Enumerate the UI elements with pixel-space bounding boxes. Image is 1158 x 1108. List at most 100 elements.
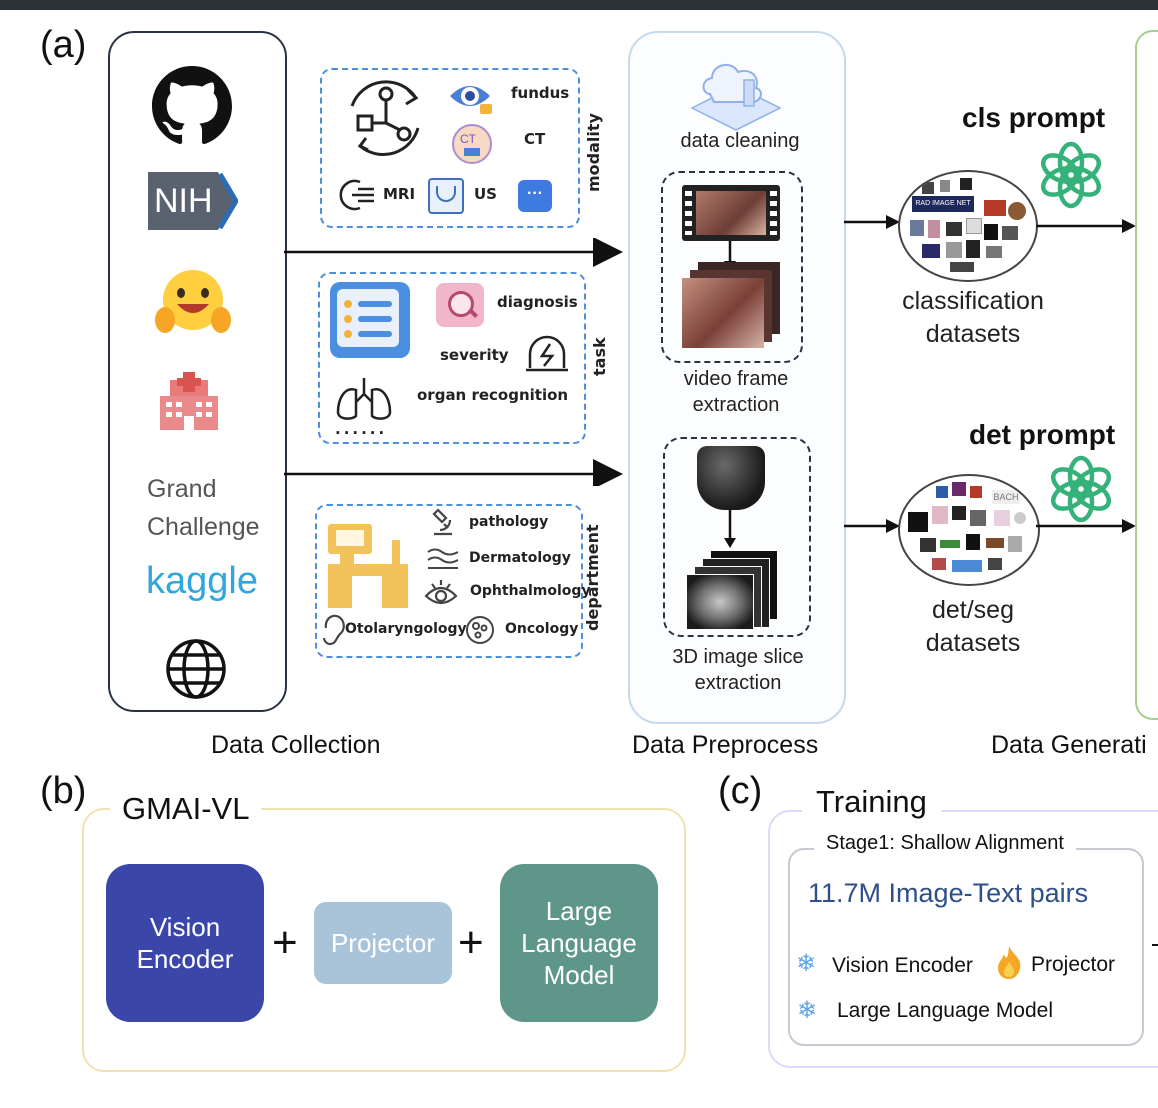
bach-logo: BACH [992,490,1020,504]
plus-sign-1: + [272,918,298,967]
more-modality-icon: ··· [518,180,552,212]
data-generation-box [1135,30,1158,720]
task-severity: severity [440,346,509,364]
vision-encoder-line2: Encoder [136,944,234,974]
classification-datasets-label: classification datasets [884,285,1062,351]
stage1-box [788,848,1144,1046]
mri-icon [339,179,374,211]
nih-logo: NIH [148,172,239,230]
training-title: Training [802,784,941,820]
preprocess-arrows [844,215,900,533]
llm-line3: Model [543,960,615,990]
globe-icon [166,639,226,699]
llm-line2: Language [521,928,637,958]
gmai-vl-box [82,808,686,1072]
video-frame-image [682,278,764,348]
3d-volume-image [697,446,765,510]
detseg-cluster: BACH [898,474,1040,586]
llm-line1: Large [545,896,613,926]
task-more: ...... [335,420,388,438]
modality-mri: MRI [383,185,416,203]
video-frame-label: video frame extraction [628,366,844,418]
oncology-cell-icon [466,616,494,644]
data-cleaning-label: data cleaning [680,130,800,152]
top-bar [0,0,1158,10]
cls-prompt-label: cls prompt [962,102,1106,133]
openai-icon [1050,455,1112,523]
dept-dermatology: Dermatology [469,550,571,566]
gmai-vl-title: GMAI-VL [110,791,262,827]
cut-off-plus [1152,944,1158,946]
ophthalmology-eye-icon [424,580,458,605]
stage1-title: Stage1: Shallow Alignment [814,832,1076,855]
hugging-face-icon [155,270,231,333]
grand-challenge-line1: Grand [147,475,217,503]
diagnosis-icon [436,283,484,327]
ct-scanner-icon: CT [452,124,492,164]
ear-icon [322,614,345,646]
lungs-icon [336,378,392,420]
data-sources-box [108,31,287,712]
slice-arrow [724,510,736,548]
github-icon [152,66,232,145]
dept-otolaryngology: Otolaryngology [345,621,467,637]
kaggle-logo: kaggle [146,560,258,602]
data-cleaning-icon [690,63,782,131]
cls-datasets-line1: classification [902,287,1044,315]
ct-icon-text: CT [460,132,476,146]
section-data-generation: Data Generati [991,731,1147,759]
cls-datasets-line2: datasets [925,320,1021,348]
snowflake-icon: ❄ [797,997,818,1024]
dept-oncology: Oncology [505,621,579,637]
slice-box [663,437,811,637]
section-data-collection: Data Collection [211,731,381,759]
detseg-datasets-label: det/seg datasets [884,594,1062,660]
flame-icon [998,946,1021,979]
openai-icon [1040,141,1102,209]
det-prompt-label: det prompt [969,419,1116,450]
hospital-icon [160,372,218,430]
projector-label: Projector [330,928,436,958]
snowflake-icon: ❄ [796,950,817,977]
modality-ct: CT [524,130,546,148]
slice-line1: 3D image slice [672,646,804,668]
det-datasets-line1: det/seg [931,596,1014,624]
generation-arrows [1036,219,1136,533]
severity-icon [526,335,568,372]
training-box [768,810,1158,1068]
task-diagnosis: diagnosis [497,293,578,311]
radimagenet-logo: RAD IMAGE NET [912,196,974,212]
frozen-llm: Large Language Model [837,999,1054,1022]
dept-pathology: pathology [469,514,549,530]
fundus-eye-icon [450,86,492,114]
modality-cycle-icon [350,80,420,157]
slice-line2: extraction [694,672,782,694]
medical-device-icon [328,524,408,608]
video-frame-box [661,171,803,363]
dept-ophthalmology: Ophthalmology [470,583,591,599]
modality-us: US [474,185,497,203]
video-filmstrip [682,185,780,241]
vision-encoder-block: Vision Encoder [106,864,264,1022]
modality-fundus: fundus [511,84,570,102]
microscope-icon [432,508,452,536]
panel-label-b: (b) [40,770,87,812]
grand-challenge-line2: Challenge [147,513,260,541]
section-data-preprocess: Data Preprocess [632,731,819,759]
task-organ-recognition: organ recognition [417,386,569,404]
modality-label: modality [584,113,603,192]
classification-cluster: RAD IMAGE NET [898,170,1038,282]
image-text-pairs: 11.7M Image-Text pairs [808,878,1089,908]
collection-arrows [284,238,623,486]
video-frame-line2: extraction [692,394,780,416]
frozen-vision-encoder: Vision Encoder [832,954,973,977]
slice-label: 3D image slice extraction [628,644,848,696]
department-label: department [583,524,602,631]
task-list-icon [330,282,410,358]
nih-text: NIH [154,182,213,220]
video-frame-line1: video frame [683,368,789,390]
vision-encoder-line1: Vision [149,912,221,942]
panel-label-c: (c) [718,770,763,812]
plus-sign-2: + [458,918,484,967]
trainable-projector: Projector [1031,953,1116,976]
